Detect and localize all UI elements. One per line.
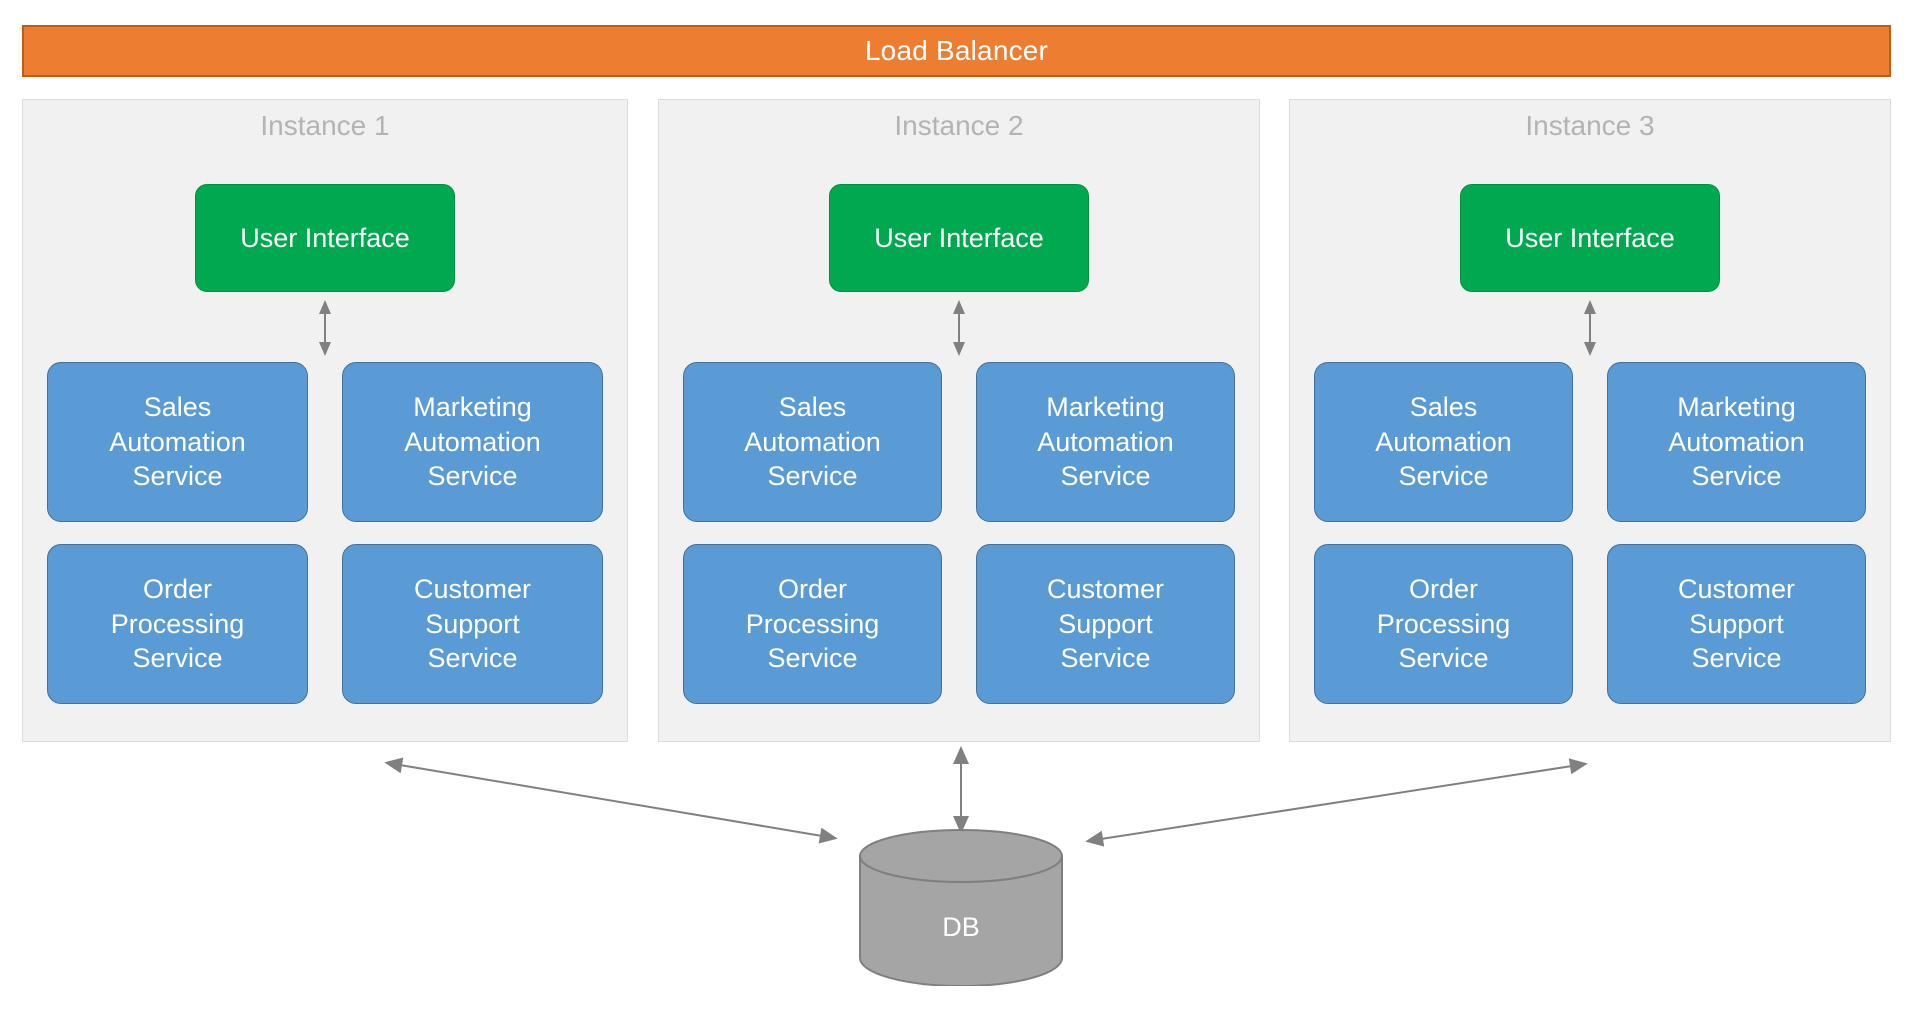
ui-services-connector-icon-2 <box>953 300 965 356</box>
instance-title-1: Instance 1 <box>260 110 390 141</box>
user-interface-label-3: User Interface <box>1505 222 1675 253</box>
service-label: Customer Support Service <box>413 574 532 674</box>
service-box-order-processing-2[interactable]: Order Processing Service <box>683 544 942 704</box>
user-interface-box-1[interactable]: User Interface <box>195 184 455 292</box>
service-label: Sales Automation Service <box>1375 392 1512 492</box>
service-label: Marketing Automation Service <box>404 392 541 492</box>
service-box-customer-support-1[interactable]: Customer Support Service <box>342 544 603 704</box>
service-label: Order Processing Service <box>1376 574 1511 674</box>
service-box-marketing-automation-2[interactable]: Marketing Automation Service <box>976 362 1235 522</box>
ui-services-connector-icon-1 <box>319 300 331 356</box>
service-label: Order Processing Service <box>110 574 245 674</box>
service-box-order-processing-3[interactable]: Order Processing Service <box>1314 544 1573 704</box>
instance-panel-3[interactable]: Instance 3 User Interface Sales Automati… <box>1289 99 1891 742</box>
service-grid-3: Sales Automation Service Marketing Autom… <box>1314 362 1866 704</box>
user-interface-label-2: User Interface <box>874 222 1044 253</box>
arrow-instance3-db <box>1085 758 1588 847</box>
service-label: Sales Automation Service <box>109 392 246 492</box>
service-grid-2: Sales Automation Service Marketing Autom… <box>683 362 1235 704</box>
user-interface-box-3[interactable]: User Interface <box>1460 184 1720 292</box>
database-icon <box>859 829 1063 987</box>
user-interface-box-2[interactable]: User Interface <box>829 184 1089 292</box>
service-box-marketing-automation-3[interactable]: Marketing Automation Service <box>1607 362 1866 522</box>
user-interface-label-1: User Interface <box>240 222 410 253</box>
service-label: Marketing Automation Service <box>1668 392 1805 492</box>
instance-panel-1[interactable]: Instance 1 User Interface Sales Automati… <box>22 99 628 742</box>
service-label: Customer Support Service <box>1677 574 1796 674</box>
service-box-customer-support-2[interactable]: Customer Support Service <box>976 544 1235 704</box>
service-box-sales-automation-1[interactable]: Sales Automation Service <box>47 362 308 522</box>
arrow-instance1-db <box>384 757 838 844</box>
load-balancer-bar[interactable]: Load Balancer <box>22 25 1891 77</box>
service-label: Marketing Automation Service <box>1037 392 1174 492</box>
instance-title-3: Instance 3 <box>1525 110 1655 141</box>
load-balancer-label: Load Balancer <box>864 35 1049 66</box>
ui-services-connector-icon-3 <box>1584 300 1596 356</box>
service-box-customer-support-3[interactable]: Customer Support Service <box>1607 544 1866 704</box>
instance-title-2: Instance 2 <box>894 110 1024 141</box>
service-label: Customer Support Service <box>1046 574 1165 674</box>
instance-panel-2[interactable]: Instance 2 User Interface Sales Automati… <box>658 99 1260 742</box>
service-label: Sales Automation Service <box>744 392 881 492</box>
service-box-marketing-automation-1[interactable]: Marketing Automation Service <box>342 362 603 522</box>
service-box-sales-automation-2[interactable]: Sales Automation Service <box>683 362 942 522</box>
service-label: Order Processing Service <box>745 574 880 674</box>
database-cylinder[interactable]: DB <box>858 828 1064 987</box>
service-grid-1: Sales Automation Service Marketing Autom… <box>47 362 603 704</box>
service-box-order-processing-1[interactable]: Order Processing Service <box>47 544 308 704</box>
service-box-sales-automation-3[interactable]: Sales Automation Service <box>1314 362 1573 522</box>
